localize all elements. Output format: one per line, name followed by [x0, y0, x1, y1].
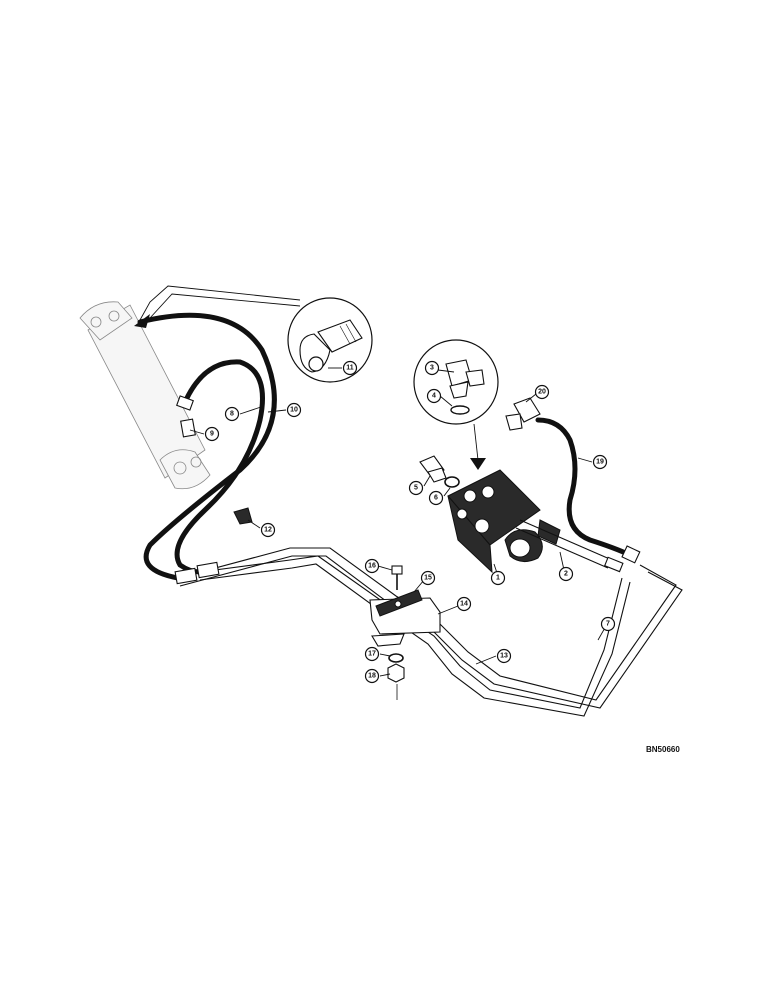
callout-1: 1	[490, 570, 506, 586]
callout-4-label: 4	[432, 393, 436, 400]
callout-11: 11	[342, 360, 358, 376]
callout-5: 5	[408, 480, 424, 496]
tube-fittings	[174, 561, 220, 585]
callout-14: 14	[456, 596, 472, 612]
detail-circle-elbow	[287, 297, 373, 383]
elbow-20	[505, 397, 541, 431]
callout-13-label: 13	[500, 653, 508, 660]
callout-18: 18	[364, 668, 380, 684]
callout-5-label: 5	[414, 485, 418, 492]
bolt-16	[391, 565, 403, 590]
fitting-6	[444, 476, 460, 488]
tube-13	[199, 555, 631, 717]
callout-16: 16	[364, 558, 380, 574]
callout-12-label: 12	[264, 527, 272, 534]
callout-9: 9	[204, 426, 220, 442]
callout-10: 10	[286, 402, 302, 418]
callout-16-label: 16	[368, 563, 376, 570]
callout-1-label: 1	[496, 575, 500, 582]
callout-17-label: 17	[368, 651, 376, 658]
callout-2: 2	[558, 566, 574, 582]
hose-19	[535, 417, 641, 564]
callout-20: 20	[534, 384, 550, 400]
callout-3: 3	[424, 360, 440, 376]
nut-18	[387, 663, 405, 700]
tube-2	[515, 519, 624, 573]
callout-20-label: 20	[538, 389, 546, 396]
detail-arrow-cylinder	[134, 285, 301, 328]
washer-17	[388, 653, 404, 663]
callout-17: 17	[364, 646, 380, 662]
hose-clip-12	[233, 507, 253, 525]
callout-7: 7	[600, 616, 616, 632]
callout-3-label: 3	[430, 365, 434, 372]
callout-14-label: 14	[460, 601, 468, 608]
hose-8	[174, 359, 265, 575]
tube-7	[177, 547, 683, 709]
detail-circle-tee	[413, 339, 499, 470]
callout-19: 19	[592, 454, 608, 470]
callout-6-label: 6	[434, 495, 438, 502]
fitting-5	[419, 455, 447, 483]
callout-11-label: 11	[346, 365, 354, 372]
callout-10-label: 10	[290, 407, 298, 414]
leader-lines	[189, 367, 607, 677]
callout-9-label: 9	[210, 431, 214, 438]
clamp-15	[375, 589, 423, 617]
callout-8-label: 8	[230, 411, 234, 418]
hose-10	[137, 312, 277, 581]
callout-13: 13	[496, 648, 512, 664]
callout-12: 12	[260, 522, 276, 538]
drawing-reference-code: BN50660	[646, 745, 680, 754]
callout-6: 6	[428, 490, 444, 506]
control-valve	[447, 469, 561, 574]
callout-7-label: 7	[606, 621, 610, 628]
callout-4: 4	[426, 388, 442, 404]
fitting-9	[176, 395, 196, 438]
callout-8: 8	[224, 406, 240, 422]
callout-18-label: 18	[368, 673, 376, 680]
callout-15-label: 15	[424, 575, 432, 582]
callout-2-label: 2	[564, 571, 568, 578]
hydraulic-cylinder	[79, 301, 211, 490]
callout-15: 15	[420, 570, 436, 586]
callout-19-label: 19	[596, 459, 604, 466]
